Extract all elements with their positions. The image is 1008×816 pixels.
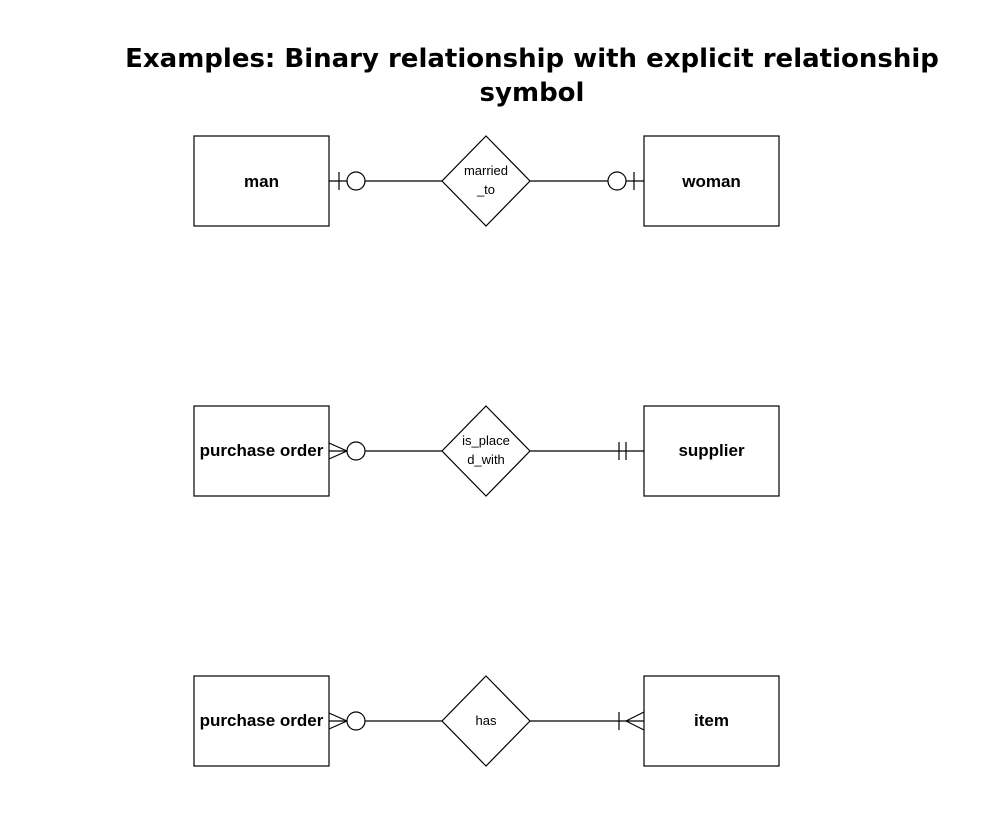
title-line-2: symbol xyxy=(479,78,585,108)
cardinality-zero-or-many-left xyxy=(328,441,366,461)
entity-label-man: man xyxy=(244,172,279,191)
entity-box-purchase-order xyxy=(193,675,330,767)
diagram-title: Examples: Binary relationship with expli… xyxy=(60,42,1004,110)
entity-box-supplier xyxy=(643,405,780,497)
cardinality-zero-or-one-right xyxy=(607,171,635,191)
cardinality-zero-or-many-left xyxy=(328,711,366,731)
relationship-label-line-1: has xyxy=(476,713,497,728)
entity-box-man xyxy=(193,135,330,227)
cardinality-one-or-many-right xyxy=(618,711,645,731)
cardinality-one-and-only-one-right xyxy=(618,442,627,460)
cardinality-zero-or-one-left xyxy=(338,171,366,191)
entity-label-supplier: supplier xyxy=(678,441,745,460)
entity-label-item: item xyxy=(694,711,729,730)
entity-box-purchase-order xyxy=(193,405,330,497)
entity-label-woman: woman xyxy=(681,172,741,191)
relationship-diamond-married-to xyxy=(441,135,531,227)
er-row-is-placed-with: purchase order supplier is_place d_with xyxy=(193,405,780,497)
title-line-1: Examples: Binary relationship with expli… xyxy=(125,44,939,74)
relationship-label-line-2: _to xyxy=(476,182,495,197)
relationship-label-line-1: married xyxy=(464,163,508,178)
relationship-label-line-1: is_place xyxy=(462,433,510,448)
entity-label-purchase-order: purchase order xyxy=(200,441,324,460)
er-row-has: purchase order item has xyxy=(193,675,780,767)
entity-label-purchase-order: purchase order xyxy=(200,711,324,730)
entity-box-item xyxy=(643,675,780,767)
relationship-label-line-2: d_with xyxy=(467,452,505,467)
relationship-diamond-has xyxy=(441,675,531,767)
er-row-married-to: man woman married _to xyxy=(193,135,780,227)
relationship-diamond-is-placed-with xyxy=(441,405,531,497)
